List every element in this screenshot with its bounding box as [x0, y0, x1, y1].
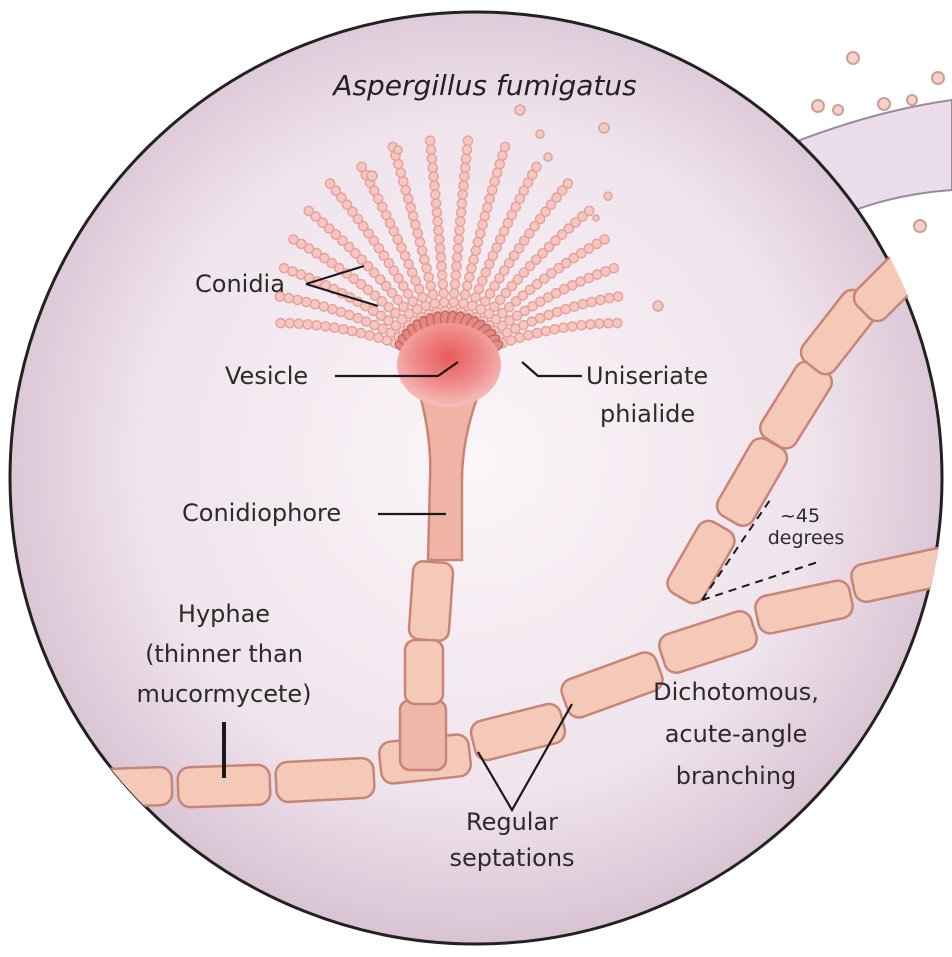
- conidia-label: Conidia: [195, 270, 285, 298]
- septations-label-line2: septations: [449, 844, 574, 872]
- phialide-label-line2: phialide: [600, 400, 695, 428]
- branching-label-line2: acute-angle: [665, 720, 808, 748]
- hyphae-label-line1: Hyphae: [178, 600, 270, 628]
- vesicle: [397, 323, 501, 407]
- branching-label-line3: branching: [676, 762, 797, 790]
- septations-label-line1: Regular: [466, 808, 558, 836]
- title: Aspergillus fumigatus: [331, 69, 637, 102]
- angle-label-line2: degrees: [768, 527, 844, 549]
- conidiophore-label: Conidiophore: [182, 499, 341, 527]
- vesicle-label: Vesicle: [225, 362, 308, 390]
- hyphae-label-line3: mucormycete): [137, 680, 312, 708]
- branching-label-line1: Dichotomous,: [653, 678, 819, 706]
- phialide-label-line1: Uniseriate: [586, 362, 708, 390]
- hyphae-label-line2: (thinner than: [145, 640, 303, 668]
- angle-label-line1: ~45: [780, 505, 820, 527]
